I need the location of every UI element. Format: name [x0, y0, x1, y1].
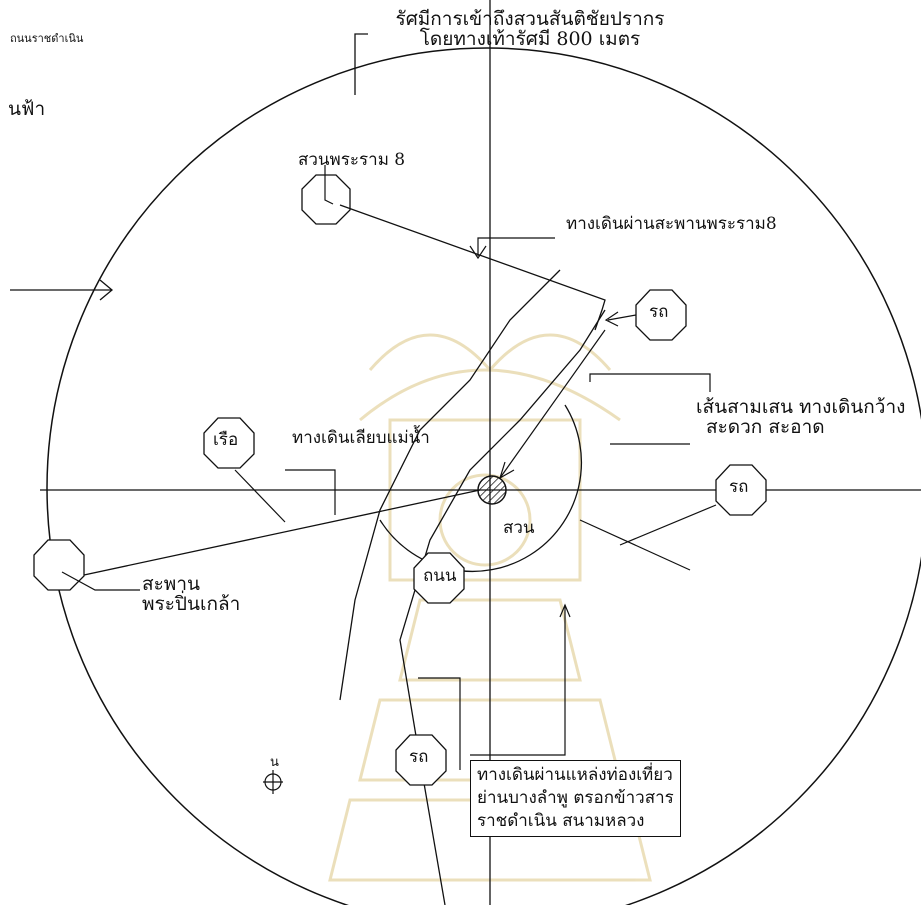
walk-rama8-bridge-label: ทางเดินผ่านสะพานพระราม8: [566, 214, 777, 234]
boat-leader: [234, 469, 286, 523]
road-label: ถนน: [423, 566, 457, 586]
riverside-walk-label: ทางเดินเลียบแม่น้ำ: [292, 428, 430, 448]
tourism-walk-line-3: ราชดำเนิน สนามหลวง: [477, 810, 645, 831]
bridge-line: [69, 489, 481, 579]
radius-circle: [46, 47, 921, 905]
park-rama8-label: สวนพระราม 8: [298, 150, 406, 170]
car-label-top-right: รถ: [649, 302, 669, 322]
title-leader: [354, 33, 368, 95]
inner-loop: [379, 404, 583, 573]
car-octagon-top-right: [635, 289, 687, 341]
park-rama8-leader: [324, 165, 334, 205]
car-label-bottom: รถ: [409, 747, 429, 767]
park-rama8-octagon: [301, 174, 351, 225]
tourism-walk-line-1: ทางเดินผ่านแหล่งท่องเที่ยว: [477, 765, 673, 785]
boat-octagon: [203, 417, 255, 469]
road-octagon: [413, 552, 465, 604]
north-label: น: [270, 755, 279, 770]
samsen-walk-label: เส้นสามเสน ทางเดินกว้าง สะดวก สะอาด: [696, 396, 906, 438]
car-octagon-right: [715, 464, 767, 516]
park-hatched-circle: [477, 475, 507, 505]
north-compass-icon: [263, 770, 283, 794]
bridge-label: สะพาน พระปิ่นเกล้า: [142, 573, 241, 615]
samsen-arrow-line: [499, 329, 606, 479]
bridge-leader: [61, 571, 140, 591]
boat-label: เรือ: [213, 430, 239, 450]
samsen-walk-leader: [589, 373, 711, 392]
car-label-right: รถ: [729, 477, 749, 497]
tourism-walk-leader-2: [418, 677, 461, 770]
tourism-walk-leader: [470, 605, 566, 756]
rama8-walk-leader: [477, 237, 555, 256]
title-line-1: รัศมีการเข้าถึงสวนสันติชัยปรากร: [395, 8, 665, 30]
title: รัศมีการเข้าถึงสวนสันติชัยปรากร โดยทางเท…: [370, 8, 690, 50]
car-octagon-bottom: [395, 734, 447, 786]
samsen-walk-line-2: สะดวก สะอาด: [706, 415, 825, 438]
river-bank-left: [339, 269, 561, 701]
tourism-walk-line-2: ย่านบางลำพู ตรอกข้าวสาร: [477, 787, 674, 808]
corner-sky-label: นฟ้า: [8, 98, 46, 120]
title-line-2: โดยทางเท้ารัศมี 800 เมตร: [419, 27, 641, 50]
bridge-label-line-2: พระปิ่นเกล้า: [142, 592, 241, 615]
bridge-octagon: [33, 539, 85, 591]
samsen-walk-line-1: เส้นสามเสน ทางเดินกว้าง: [696, 396, 906, 418]
park-label: สวน: [503, 518, 535, 538]
tourism-walk-box: ทางเดินผ่านแหล่งท่องเที่ยว ย่านบางลำพู ต…: [470, 760, 681, 837]
corner-road-label: ถนนราชดำเนิน: [10, 32, 84, 45]
bridge-label-line-1: สะพาน: [142, 573, 200, 595]
riverside-walk-leader: [285, 469, 336, 515]
